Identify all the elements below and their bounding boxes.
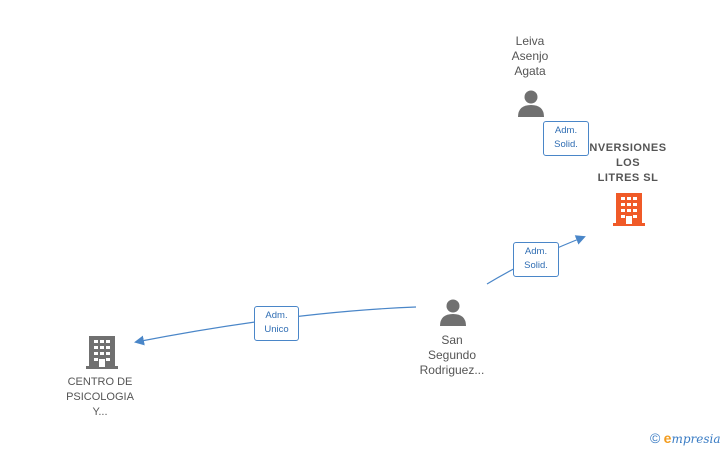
building-icon[interactable]	[86, 335, 118, 369]
edge-label-leiva-inversiones[interactable]: Adm. Solid.	[543, 121, 589, 156]
person-icon[interactable]	[516, 88, 546, 118]
person-icon[interactable]	[438, 297, 468, 327]
node-label-leiva[interactable]: Leiva Asenjo Agata	[511, 34, 549, 78]
brand-logo-text: mpresia	[671, 432, 721, 446]
edge-label-san-segundo-centro[interactable]: Adm. Unico	[254, 306, 299, 341]
edge-label-san-segundo-inversiones[interactable]: Adm. Solid.	[513, 242, 559, 277]
brand-logo-initial: e	[663, 430, 672, 446]
node-label-inversiones[interactable]: NVERSIONES LOS LITRES SL	[589, 142, 667, 184]
node-label-san-segundo[interactable]: San Segundo Rodriguez...	[419, 333, 485, 377]
copyright-symbol: ©	[650, 430, 661, 446]
footer-brand: © empresia	[650, 430, 721, 446]
node-label-centro[interactable]: CENTRO DE PSICOLOGIA Y...	[66, 376, 134, 418]
building-icon[interactable]	[613, 192, 645, 226]
